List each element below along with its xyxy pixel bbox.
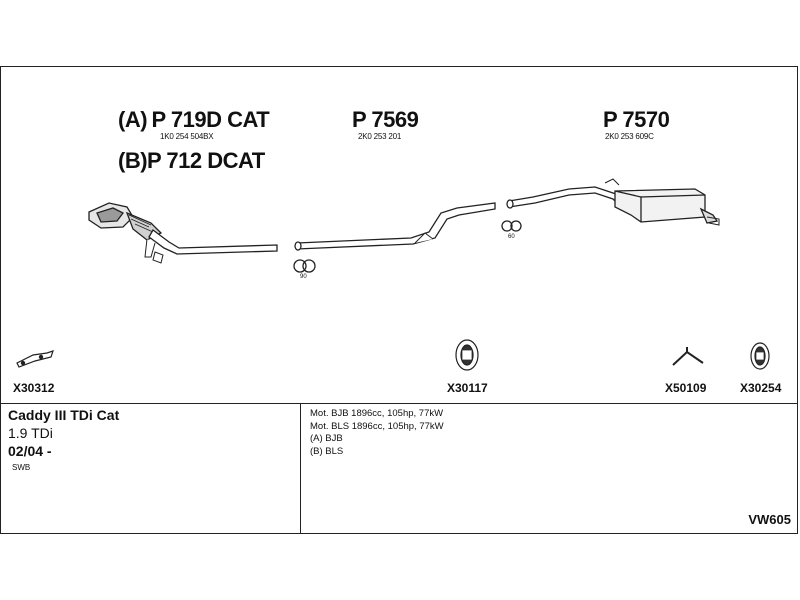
vehicle-engine: 1.9 TDi [8,425,53,441]
accessory-x30117-mount [455,339,479,371]
rubber-hanger-60 [501,220,522,232]
part-a-oem: 1K0 254 504BX [160,132,214,141]
part-p7570-label: P 7570 2K0 253 609C [603,107,670,141]
hanger-60-label: 60 [508,234,515,240]
note-line: (B) BLS [310,445,344,457]
intermediate-pipe [294,202,496,251]
part-b-code: P 712 DCAT [147,148,265,173]
accessory-x30254-code: X30254 [740,381,782,395]
part-p7569-oem: 2K0 253 201 [358,132,402,141]
info-divider-horizontal [1,403,797,404]
info-divider-vertical [300,403,301,533]
vehicle-wheelbase: SWB [12,463,31,472]
vehicle-name: Caddy III TDi Cat [8,407,120,423]
part-p7569-code: P 7569 [352,107,419,132]
part-b-label: (B)P 712 DCAT [118,148,265,174]
accessory-x30117-code: X30117 [447,381,488,395]
kit-code: VW605 [748,512,791,527]
vehicle-info: Caddy III TDi Cat 1.9 TDi 02/04 - SWB [8,407,119,472]
accessory-x50109-code: X50109 [665,381,707,395]
engine-notes: Mot. BJB 1896cc, 105hp, 77kW Mot. BLS 18… [310,408,444,458]
catalytic-converter-assembly [88,202,278,264]
accessory-x30254-mount [750,342,770,370]
accessory-x30312-code: X30312 [13,381,55,395]
part-p7570-oem: 2K0 253 609C [605,132,654,141]
exhaust-system-drawing [16,178,770,371]
accessory-x50109-clip [672,347,704,366]
part-b-prefix: (B) [118,148,148,173]
part-p7570-code: P 7570 [603,107,670,132]
accessory-x30312-clamp [16,350,54,368]
note-line: (A) BJB [310,433,343,444]
vehicle-year: 02/04 - [8,443,52,459]
rubber-hanger-90 [293,259,316,273]
part-a-prefix: (A) [118,107,148,132]
rear-silencer-assembly [506,178,720,226]
part-a-label: (A) P 719D CAT 1K0 254 504BX [118,107,270,141]
note-line: Mot. BLS 1896cc, 105hp, 77kW [310,420,444,432]
part-a-code: P 719D CAT [151,107,270,132]
diagram-frame: (A) P 719D CAT 1K0 254 504BX (B)P 712 DC… [0,66,798,534]
hanger-90-label: 90 [300,274,307,280]
part-p7569-label: P 7569 2K0 253 201 [352,107,419,141]
note-line: Mot. BJB 1896cc, 105hp, 77kW [310,408,444,419]
